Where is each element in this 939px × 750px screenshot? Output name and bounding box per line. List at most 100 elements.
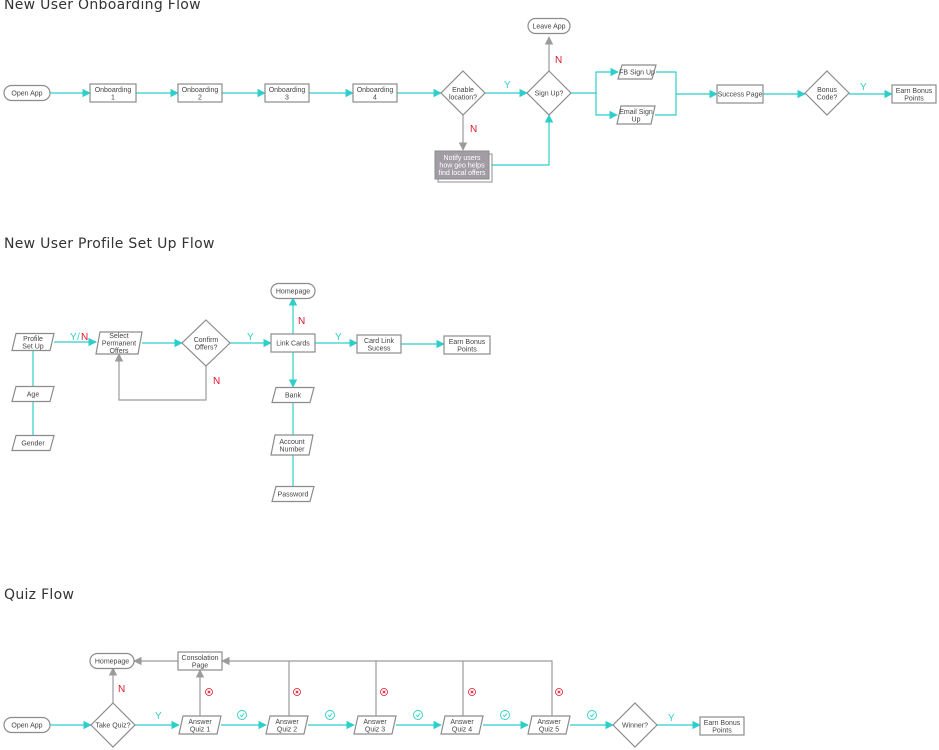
x-circle-icon	[555, 688, 563, 696]
node-label: Quiz 5	[539, 726, 559, 733]
node-label: find local offers	[439, 170, 486, 177]
edge-label-yes: Y	[504, 80, 511, 91]
edge-label-slash: /	[77, 332, 80, 343]
sign-up-decision: Sign Up?	[526, 70, 572, 116]
connector-10	[595, 93, 618, 120]
edge-label-yes: Y	[70, 332, 77, 343]
homepage-node: Homepage	[89, 652, 135, 670]
node-label: Earn Bonus	[449, 339, 486, 346]
node-label: Earn Bonus	[896, 88, 933, 95]
x-circle-icon	[468, 688, 476, 696]
x-circle-icon	[205, 688, 213, 696]
leave-app-node: Leave App	[527, 17, 571, 35]
node-label: Quiz 3	[365, 726, 385, 733]
section-title-onboarding: New User Onboarding Flow	[4, 0, 201, 13]
node-label: Winner?	[622, 723, 648, 730]
node-label: Enable	[452, 87, 474, 94]
check-circle-icon	[500, 710, 510, 720]
connector-11	[655, 71, 677, 116]
take-quiz-decision: Take Quiz?	[90, 702, 136, 748]
connector-9	[571, 67, 619, 94]
age-node: Age	[11, 385, 55, 403]
node-label: Number	[280, 446, 306, 453]
node-label: Quiz 4	[452, 726, 472, 733]
node-label: Homepage	[276, 289, 310, 296]
node-label: location?	[449, 94, 477, 101]
node-label: Confirm	[194, 337, 219, 344]
section-title-profile: New User Profile Set Up Flow	[4, 236, 215, 252]
connector-layer	[32, 36, 893, 730]
x-circle-icon	[380, 688, 388, 696]
edge-label-yes: Y	[155, 711, 162, 722]
edge-label-no: N	[213, 376, 220, 387]
section-title-quiz: Quiz Flow	[4, 587, 75, 603]
node-label: Up	[632, 116, 641, 123]
node-label: Profile	[23, 336, 43, 343]
password-node: Password	[271, 485, 315, 503]
check-circle-icon	[587, 710, 597, 720]
node-label: Age	[27, 392, 40, 399]
node-label: Points	[904, 95, 924, 102]
node-label: Answer	[363, 719, 387, 726]
node-label: Leave App	[532, 24, 565, 31]
node-label: Consolation	[182, 655, 219, 662]
node-label: Offers?	[195, 344, 218, 351]
node-label: how geo helps	[439, 163, 485, 170]
node-label: Answer	[188, 719, 212, 726]
node-layer: Open AppOnboarding1Onboarding2Onboarding…	[3, 17, 937, 748]
open-app-node: Open App	[3, 84, 51, 102]
node-label: Select	[109, 333, 129, 340]
edge-label-no: N	[118, 684, 125, 695]
node-label: 1	[111, 94, 115, 101]
connector-38	[289, 660, 553, 716]
homepage-node: Homepage	[270, 282, 316, 300]
node-label: Onboarding	[95, 87, 132, 94]
node-label: Offers	[110, 348, 129, 355]
node-label: Sign Up?	[535, 91, 564, 98]
edge-label-yes: Y	[247, 332, 254, 343]
node-label: Account	[279, 439, 304, 446]
node-label: Earn Bonus	[704, 720, 741, 727]
node-label: 4	[373, 94, 377, 101]
node-label: Email Sign	[619, 109, 653, 116]
node-label: Page	[192, 662, 208, 669]
node-label: Success Page	[718, 92, 763, 99]
edge-label-yes: Y	[335, 332, 342, 343]
node-label: Answer	[537, 719, 561, 726]
node-label: Notify users	[444, 155, 481, 162]
node-label: Onboarding	[357, 87, 394, 94]
node-label: Open App	[11, 91, 42, 98]
node-label: Sucess	[368, 345, 391, 352]
fb-sign-up-node: FB Sign Up	[617, 64, 657, 80]
edge-label-no: N	[81, 332, 88, 343]
edge-label-no: N	[298, 316, 305, 327]
node-label: Permanent	[102, 341, 136, 348]
edge-label-yes: Y	[668, 713, 675, 724]
node-label: 2	[198, 94, 202, 101]
node-label: Homepage	[95, 659, 129, 666]
node-label: Onboarding	[269, 87, 306, 94]
edge-label-no: N	[470, 124, 477, 135]
